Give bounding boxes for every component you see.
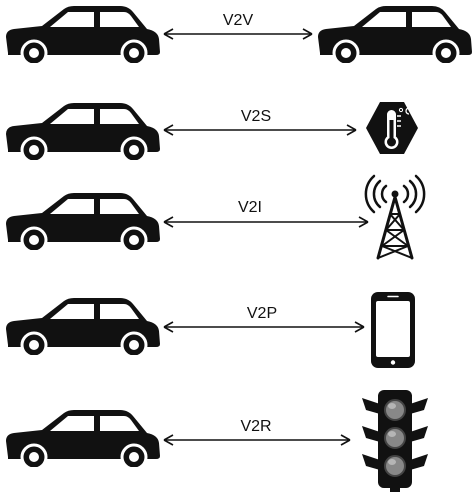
arrow-v2p (163, 321, 365, 333)
row-v2v: V2V (4, 4, 474, 63)
arrow-v2i (163, 216, 369, 228)
link-label: V2V (223, 12, 254, 29)
traffic-light-icon (362, 390, 428, 492)
source-car-icon (4, 408, 162, 467)
row-v2i: V2I (4, 174, 426, 260)
arrow-v2v (163, 28, 313, 40)
cell-tower-icon (364, 174, 426, 260)
source-car-icon (4, 101, 162, 160)
source-car-icon (4, 296, 162, 355)
row-v2p: V2P (4, 292, 415, 368)
source-car-icon (4, 191, 162, 250)
link-label: V2P (247, 305, 277, 322)
link-label: V2R (240, 418, 271, 435)
smartphone-icon (371, 292, 415, 368)
link-label: V2I (238, 199, 262, 216)
car-icon (316, 4, 474, 63)
source-car-icon (4, 4, 162, 63)
arrow-v2s (163, 124, 357, 136)
link-label: V2S (241, 108, 271, 125)
arrow-v2r (163, 434, 351, 446)
row-v2r: V2R (4, 390, 428, 492)
thermometer-sensor-icon (366, 102, 418, 154)
row-v2s: V2S (4, 101, 418, 160)
